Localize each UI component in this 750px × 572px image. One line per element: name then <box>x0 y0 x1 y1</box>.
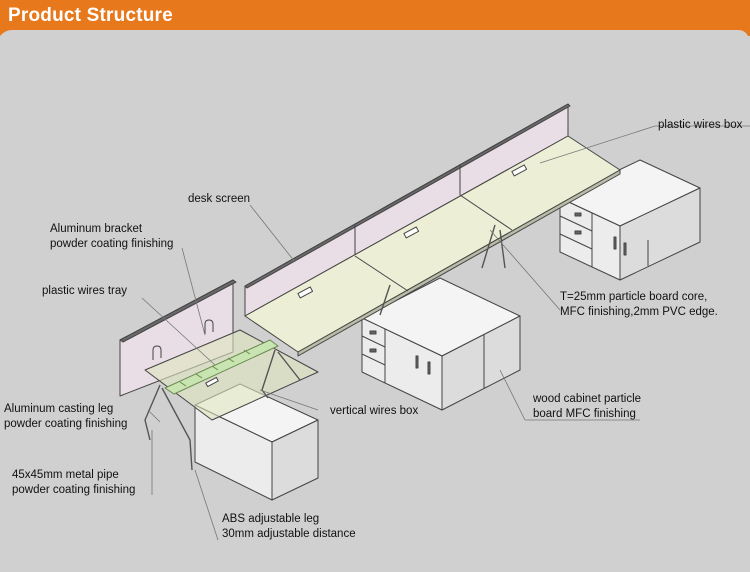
aluminum-bracket-label: Aluminum bracket powder coating finishin… <box>50 223 174 250</box>
header-bar <box>0 0 750 36</box>
metal-pipe-label: 45x45mm metal pipe powder coating finish… <box>12 469 136 496</box>
desk-tops <box>244 135 621 357</box>
right-cabinet <box>559 159 701 281</box>
board-spec-label: T=25mm particle board core, MFC finishin… <box>560 291 718 318</box>
legs <box>144 224 506 471</box>
middle-cabinet <box>361 277 521 411</box>
vertical-wires-box-label: vertical wires box <box>330 405 419 417</box>
plastic-wires-tray-label: plastic wires tray <box>42 285 127 297</box>
plastic-wires-box-label: plastic wires box <box>658 119 743 131</box>
wood-cabinet-label: wood cabinet particle board MFC finishin… <box>533 393 642 420</box>
leader-lines <box>141 125 750 541</box>
desk-screen-label: desk screen <box>188 193 251 205</box>
abs-leg-label: ABS adjustable leg 30mm adjustable dista… <box>222 513 356 540</box>
page-title: Product Structure <box>8 5 173 26</box>
aluminum-leg-label: Aluminum casting leg powder coating fini… <box>4 403 128 430</box>
